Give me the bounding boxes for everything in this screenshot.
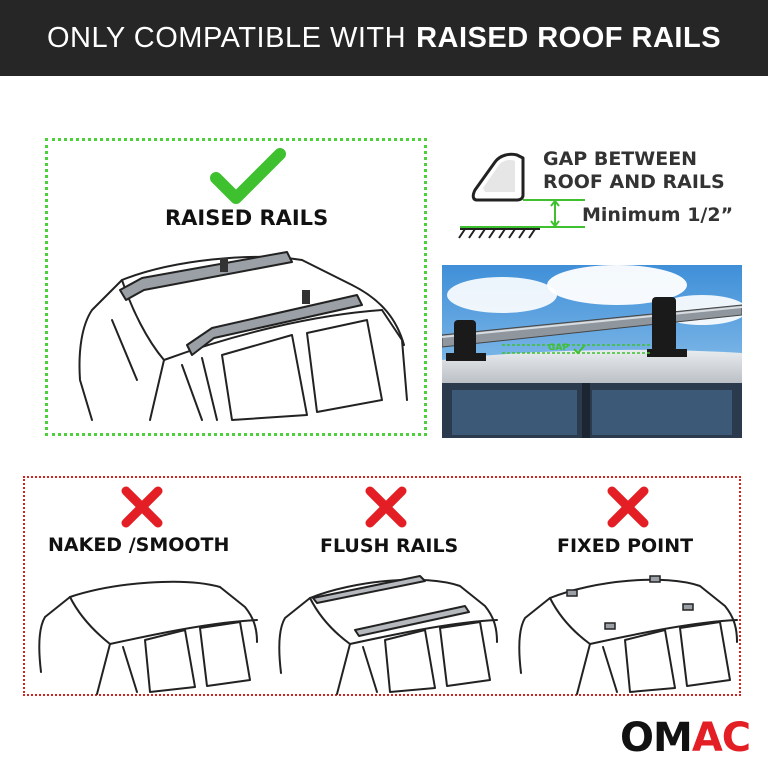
cross-icon (607, 486, 649, 528)
flush-rails-label: FLUSH RAILS (320, 535, 459, 557)
fixed-point-label: FIXED POINT (557, 535, 694, 557)
checkmark-icon (210, 148, 286, 204)
raised-rails-car-illustration (78, 251, 408, 421)
banner-emphasis: RAISED ROOF RAILS (416, 21, 722, 54)
gap-title-line2: ROOF AND RAILS (543, 171, 725, 193)
naked-roof-car-illustration (38, 580, 258, 695)
compatible-panel (45, 138, 427, 436)
banner-prefix: ONLY COMPATIBLE WITH (46, 21, 407, 54)
fixed-point-car-illustration (518, 575, 738, 695)
flush-rails-car-illustration (278, 575, 498, 695)
gap-title-line1: GAP BETWEEN (543, 148, 698, 170)
brand-logo-part1: OM (620, 715, 693, 761)
brand-logo-part2: AC (691, 715, 751, 761)
naked-smooth-label: NAKED /SMOOTH (48, 534, 230, 556)
raised-rails-label: RAISED RAILS (165, 206, 329, 230)
gap-minimum-label: Minimum 1/2” (582, 204, 734, 226)
incompatible-panel (23, 476, 741, 696)
gap-diagram (458, 152, 585, 239)
cross-icon (365, 486, 407, 528)
header-banner: ONLY COMPATIBLE WITH RAISED ROOF RAILS (0, 0, 768, 76)
photo-gap-tag: GAP (548, 343, 569, 353)
roof-rack-photo: GAP (442, 265, 742, 438)
brand-logo: OMAC (620, 715, 755, 761)
cross-icon (121, 486, 163, 528)
roof-rack-photo-drawing (442, 265, 742, 438)
